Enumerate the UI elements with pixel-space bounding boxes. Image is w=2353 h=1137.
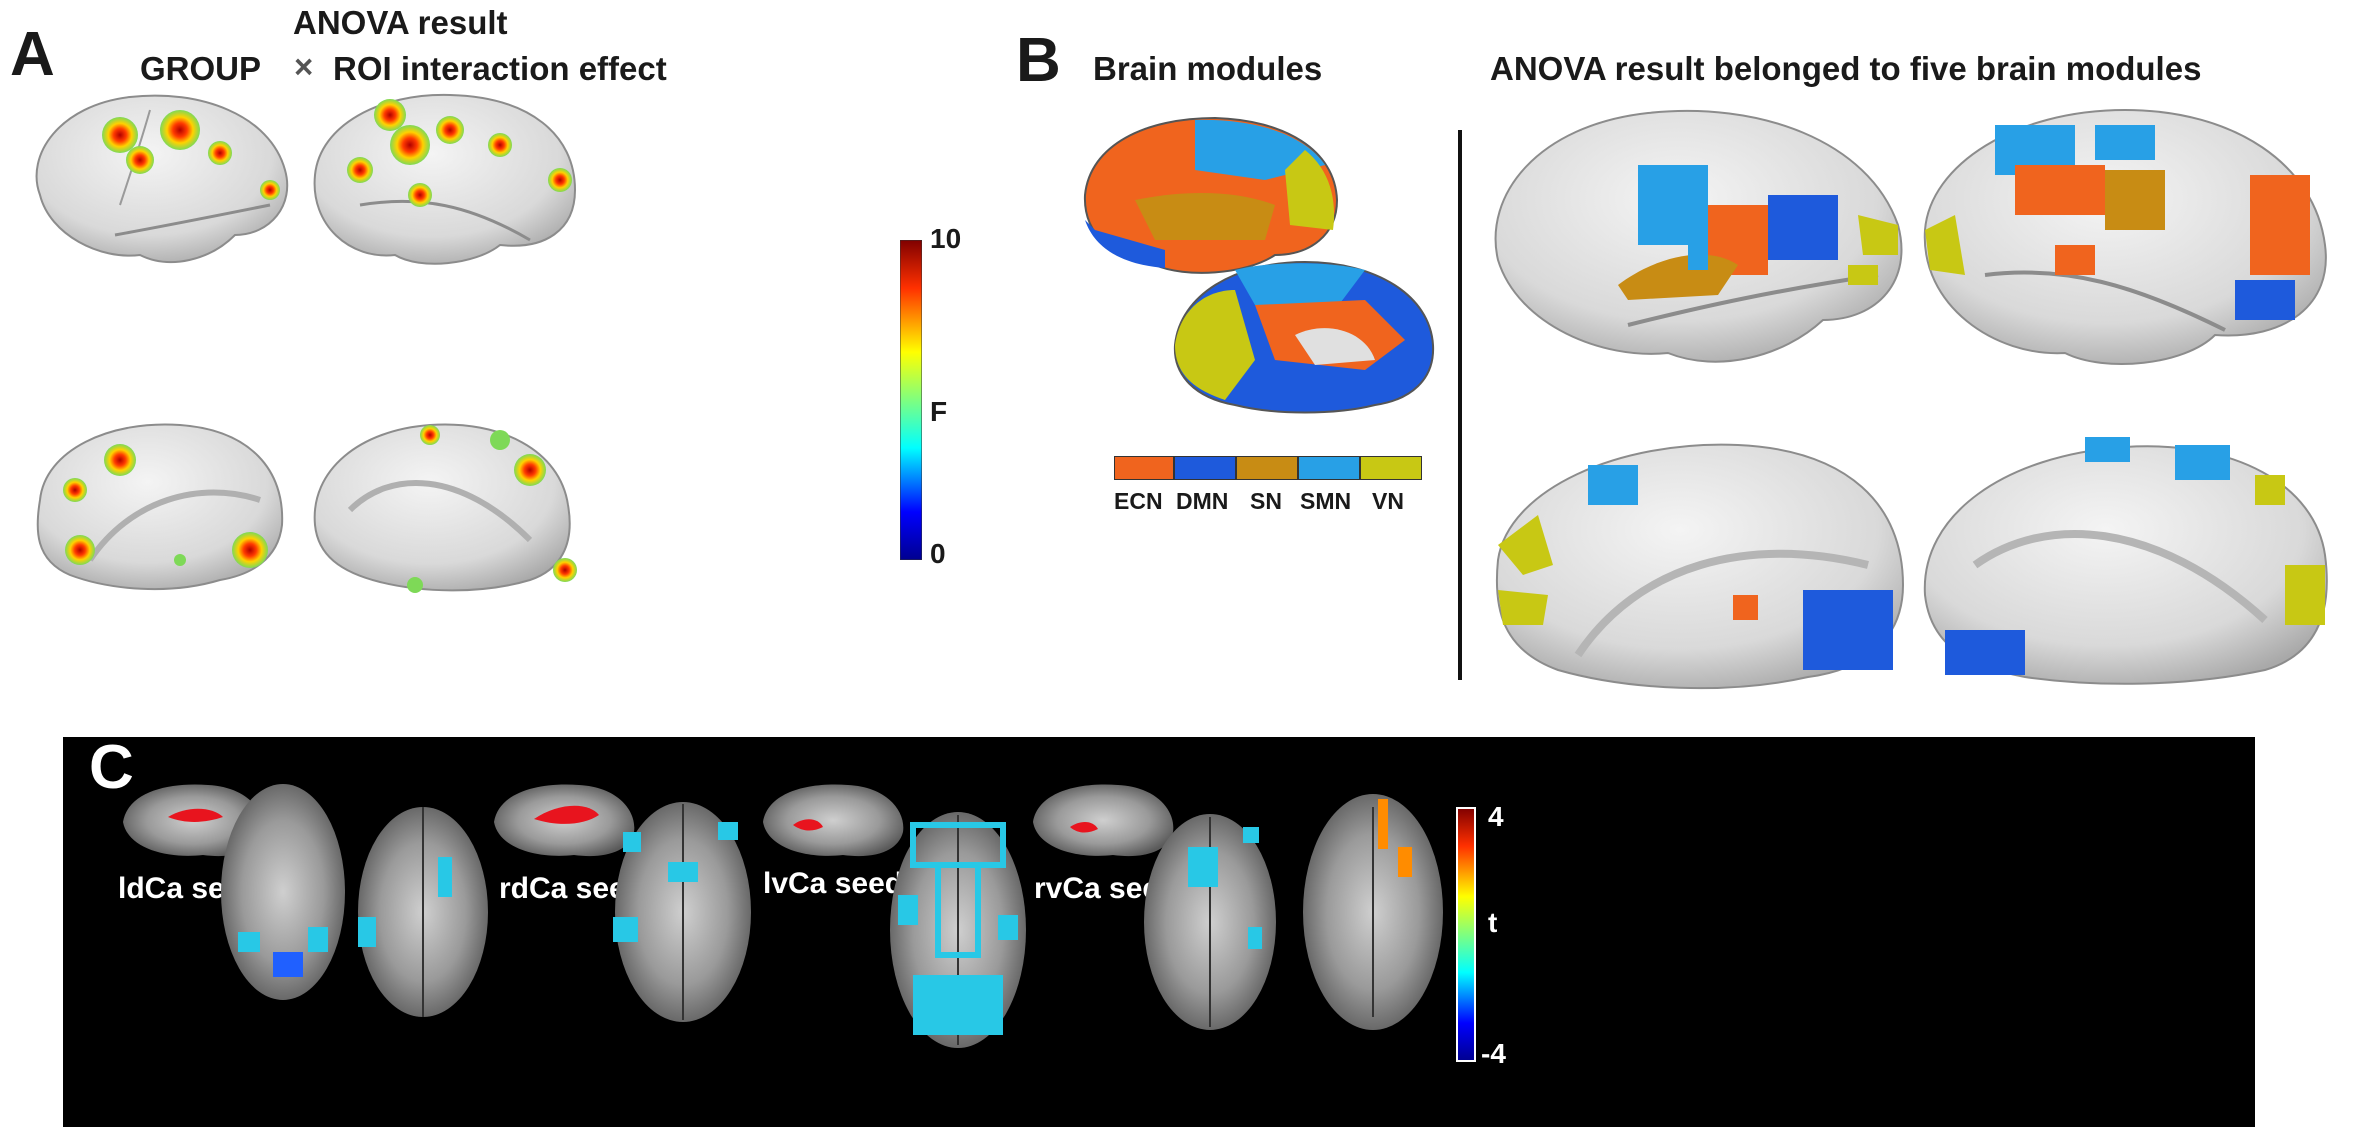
legend-swatch-vn [1360, 456, 1422, 480]
seed-sagittal-ldca [123, 784, 264, 857]
legend-swatch-dmn [1174, 456, 1236, 480]
colorbar-f-min: 0 [930, 538, 946, 569]
brain-a-right-lateral [313, 93, 577, 265]
brain-a-left-lateral [35, 94, 289, 263]
brain-b-result-right-lateral [1923, 108, 2327, 365]
legend-swatch-smn [1298, 456, 1360, 480]
colorbar-f [900, 240, 922, 560]
colorbar-t [1456, 807, 1476, 1062]
colorbar-f-max: 10 [930, 223, 962, 254]
legend-label-ecn: ECN [1114, 488, 1163, 514]
colorbar-t-mid: t [1488, 907, 1498, 938]
legend-swatch-ecn [1114, 456, 1174, 480]
brain-a-left-medial [36, 423, 284, 591]
seed-label-lvca: lvCa seed [763, 867, 904, 900]
seed-sagittal-rdca [494, 784, 635, 857]
seed-sagittal-lvca [763, 784, 904, 857]
panel-a-title-times: × [294, 48, 314, 85]
colorbar-t-max: 4 [1488, 801, 1504, 832]
axial-slice-rvca-1 [1144, 814, 1276, 1030]
axial-slice-rvca-2 [1303, 794, 1443, 1030]
panel-a-letter: A [10, 20, 55, 89]
legend-label-sn: SN [1250, 488, 1282, 514]
panel-b-letter: B [1016, 26, 1061, 95]
legend-label-vn: VN [1372, 488, 1404, 514]
axial-slice-ldca-2 [358, 807, 488, 1017]
legend-swatch-sn [1236, 456, 1298, 480]
brain-b-result-left-medial [1495, 443, 1905, 690]
panel-b-left-title: Brain modules [1093, 50, 1323, 87]
brain-b-modules-medial [1173, 260, 1435, 414]
brain-b-modules-lateral [1083, 116, 1339, 274]
panel-a-title-group: GROUP [140, 50, 262, 87]
brain-b-result-left-lateral [1494, 109, 1903, 363]
colorbar-t-min: -4 [1481, 1038, 1506, 1069]
colorbar-f-mid: F [930, 396, 948, 427]
brain-b-result-right-medial [1923, 437, 2328, 685]
panel-b-right-title: ANOVA result belonged to five brain modu… [1490, 50, 2202, 87]
axial-slice-rdca [613, 802, 751, 1022]
axial-slice-lvca [890, 812, 1026, 1048]
panel-b-divider [1458, 130, 1462, 680]
seed-sagittal-rvca [1033, 784, 1174, 857]
panel-c: C ldCa seed rdCa seed lvCa seed [63, 737, 2255, 1127]
panel-a-title-line1: ANOVA result [293, 4, 508, 41]
legend-label-smn: SMN [1300, 488, 1352, 514]
brain-a-right-medial [313, 423, 577, 593]
panel-a-title-interaction: ROI interaction effect [333, 50, 667, 87]
panel-c-letter: C [89, 737, 134, 802]
axial-slice-ldca-1 [221, 784, 345, 1000]
legend-label-dmn: DMN [1176, 488, 1229, 514]
